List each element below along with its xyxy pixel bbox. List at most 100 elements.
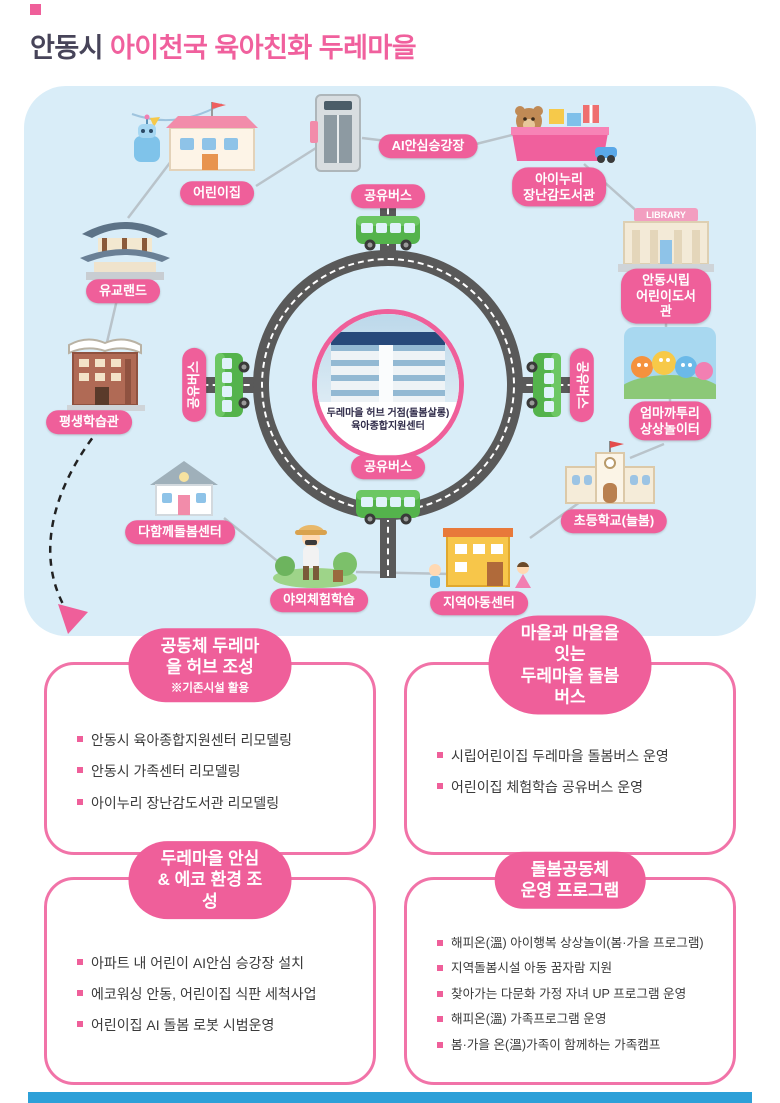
list-item: 해피온(溫) 아이행복 상상놀이(봄·가을 프로그램)	[437, 935, 721, 951]
together-care-center-illustration	[144, 455, 224, 519]
list-item: 지역돌봄시설 아동 꿈자람 지원	[437, 960, 721, 976]
bullet-icon	[437, 990, 443, 997]
label-elementary-school: 초등학교(늘봄)	[560, 509, 668, 533]
list-item: 찾아가는 다문화 가정 자녀 UP 프로그램 운영	[437, 986, 721, 1002]
bullet-icon	[437, 751, 443, 758]
list-item-text: 어린이집 AI 돌봄 로봇 시범운영	[91, 1017, 275, 1034]
list-item-text: 찾아가는 다문화 가정 자녀 UP 프로그램 운영	[451, 986, 687, 1001]
label-city-children-library: 안동시립 어린이도서관	[621, 268, 711, 324]
corner-accent-square	[30, 4, 41, 15]
list-item: 아파트 내 어린이 AI안심 승강장 설치	[77, 954, 361, 972]
bullet-icon	[77, 736, 83, 743]
footer-strip	[28, 1092, 752, 1103]
bullet-icon	[437, 1016, 443, 1023]
card-title: 두레마을 안심 & 에코 환경 조성	[157, 849, 263, 911]
library-sign-text: LIBRARY	[646, 210, 686, 220]
card-title: 공동체 두레마을 허브 조성	[160, 636, 260, 677]
list-item-text: 어린이집 체험학습 공유버스 운영	[451, 779, 643, 795]
list-item: 아이누리 장난감도서관 리모델링	[77, 794, 361, 812]
label-outdoor-learning: 야외체험학습	[270, 588, 368, 612]
hub-label: 두레마을 허브 거점(돌봄살롱) 육아종합지원센터	[326, 408, 450, 432]
list-item: 해피온(溫) 가족프로그램 운영	[437, 1011, 721, 1027]
label-together-care-center: 다함께돌봄센터	[125, 520, 235, 544]
list-item-text: 안동시 육아종합지원센터 리모델링	[91, 732, 292, 749]
label-toy-library: 아이누리 장난감도서관	[512, 167, 606, 207]
list-item: 어린이집 체험학습 공유버스 운영	[437, 778, 721, 796]
card-item-list: 안동시 육아종합지원센터 리모델링 안동시 가족센터 리모델링 아이누리 장난감…	[77, 705, 361, 838]
list-item-text: 지역돌봄시설 아동 꿈자람 지원	[451, 961, 613, 976]
daycare-illustration	[126, 94, 258, 174]
list-item: 시립어린이집 두레마을 돌봄버스 운영	[437, 747, 721, 765]
card-care-bus: 마을과 마을을 잇는 두레마을 돌봄버스 시립어린이집 두레마을 돌봄버스 운영…	[404, 615, 736, 855]
label-ai-safe-platform: AI안심승강장	[378, 134, 478, 158]
list-item: 에코워싱 안동, 어린이집 식판 세척사업	[77, 985, 361, 1003]
card-subtitle: ※기존시설 활용	[170, 681, 250, 694]
hub-center: 두레마을 허브 거점(돌봄살롱) 육아종합지원센터	[312, 309, 464, 461]
city-library-illustration: LIBRARY	[616, 206, 716, 274]
bullet-icon	[77, 767, 83, 774]
card-safe-eco: 두레마을 안심 & 에코 환경 조성 아파트 내 어린이 AI안심 승강장 설치…	[44, 841, 376, 1085]
bullet-icon	[437, 940, 443, 947]
toy-library-illustration	[503, 95, 617, 169]
card-title: 돌봄공동체 운영 프로그램	[520, 859, 620, 900]
local-children-center-illustration	[425, 524, 535, 592]
katuri-characters-illustration	[618, 327, 722, 411]
dashed-flow-curve	[48, 427, 101, 607]
card-hub-creation: 공동체 두레마을 허브 조성 ※기존시설 활용 안동시 육아종합지원센터 리모델…	[44, 628, 376, 855]
card-care-programs: 돌봄공동체 운영 프로그램 해피온(溫) 아이행복 상상놀이(봄·가을 프로그램…	[404, 851, 736, 1085]
card-safe-eco-header: 두레마을 안심 & 에코 환경 조성	[128, 841, 292, 919]
shared-bus-east-icon	[525, 351, 565, 419]
lifelong-learning-hall-illustration	[59, 329, 151, 411]
bullet-icon	[77, 958, 83, 965]
bullet-icon	[77, 798, 83, 805]
hub-building-column	[379, 345, 393, 402]
village-diagram-panel: 두레마을 허브 거점(돌봄살롱) 육아종합지원센터 공유버스 공유버스 공유버스…	[24, 86, 756, 636]
list-item: 안동시 육아종합지원센터 리모델링	[77, 731, 361, 749]
list-item: 안동시 가족센터 리모델링	[77, 762, 361, 780]
elementary-school-illustration	[562, 439, 658, 509]
card-item-list: 해피온(溫) 아이행복 상상놀이(봄·가을 프로그램) 지역돌봄시설 아동 꿈자…	[437, 920, 721, 1068]
arrowhead-icon	[58, 604, 88, 634]
shared-bus-label-east: 공유버스	[570, 348, 594, 422]
label-lifelong-learning-hall: 평생학습관	[46, 410, 132, 434]
list-item-text: 봄·가을 온(溫)가족이 함께하는 가족캠프	[451, 1037, 661, 1052]
label-katuri-playground: 엄마까투리 상상놀이터	[629, 401, 711, 441]
card-hub-creation-header: 공동체 두레마을 허브 조성 ※기존시설 활용	[128, 628, 292, 702]
label-local-children-center: 지역아동센터	[430, 591, 528, 615]
card-care-programs-header: 돌봄공동체 운영 프로그램	[494, 851, 646, 909]
card-title: 마을과 마을을 잇는 두레마을 돌봄버스	[520, 623, 620, 707]
shared-bus-label-south: 공유버스	[351, 455, 425, 479]
card-item-list: 아파트 내 어린이 AI안심 승강장 설치 에코워싱 안동, 어린이집 식판 세…	[77, 920, 361, 1068]
list-item-text: 시립어린이집 두레마을 돌봄버스 운영	[451, 747, 669, 764]
list-item: 봄·가을 온(溫)가족이 함께하는 가족캠프	[437, 1037, 721, 1053]
bullet-icon	[437, 965, 443, 972]
list-item-text: 아파트 내 어린이 AI안심 승강장 설치	[91, 954, 304, 971]
shared-bus-north-icon	[354, 212, 422, 252]
hub-building-sign	[331, 332, 445, 345]
shared-bus-label-north: 공유버스	[351, 184, 425, 208]
label-confucian-land: 유교랜드	[86, 279, 160, 303]
card-item-list: 시립어린이집 두레마을 돌봄버스 운영 어린이집 체험학습 공유버스 운영	[437, 705, 721, 838]
list-item-text: 해피온(溫) 아이행복 상상놀이(봄·가을 프로그램)	[451, 936, 704, 951]
bullet-icon	[77, 1021, 83, 1028]
card-care-bus-header: 마을과 마을을 잇는 두레마을 돌봄버스	[488, 615, 652, 715]
bullet-icon	[437, 1041, 443, 1048]
road-south	[380, 514, 396, 578]
shared-bus-label-west: 공유버스	[182, 348, 206, 422]
title-main: 아이천국 육아친화 두레마을	[110, 33, 417, 63]
list-item-text: 아이누리 장난감도서관 리모델링	[91, 794, 280, 811]
title-city: 안동시	[30, 33, 104, 63]
shared-bus-west-icon	[211, 351, 251, 419]
confucian-land-illustration	[74, 210, 176, 280]
ai-elevator-illustration	[310, 91, 368, 177]
list-item-text: 에코워싱 안동, 어린이집 식판 세척사업	[91, 985, 317, 1002]
list-item-text: 안동시 가족센터 리모델링	[91, 763, 241, 780]
list-item: 어린이집 AI 돌봄 로봇 시범운영	[77, 1016, 361, 1034]
outdoor-learning-illustration	[271, 516, 359, 588]
shared-bus-south-icon	[354, 486, 422, 526]
list-item-text: 해피온(溫) 가족프로그램 운영	[451, 1012, 607, 1027]
bullet-icon	[437, 783, 443, 789]
hub-building-photo	[317, 314, 459, 402]
